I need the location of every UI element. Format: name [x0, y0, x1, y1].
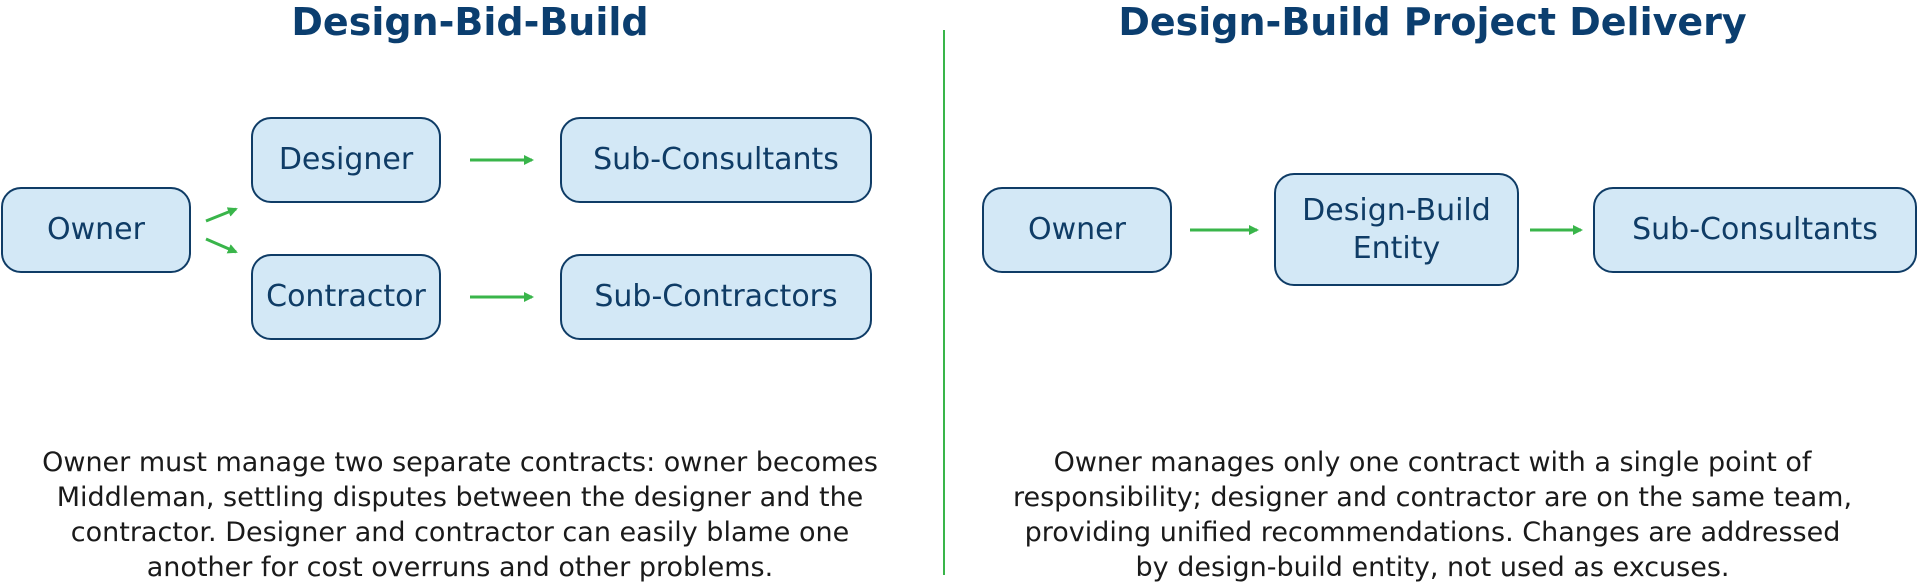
- sub-consultants-box: Sub-Consultants: [560, 117, 872, 203]
- contractor-box: Contractor: [251, 254, 441, 340]
- design-bid-build-caption: Owner must manage two separate contracts…: [0, 445, 920, 585]
- sub-contractors-label: Sub-Contractors: [594, 279, 838, 314]
- owner-to-contractor-arrow: [205, 237, 238, 254]
- designer-box: Designer: [251, 117, 441, 203]
- owner-to-designer-arrow: [205, 207, 238, 223]
- db-owner-label: Owner: [1028, 212, 1126, 247]
- owner-box: Owner: [1, 187, 191, 273]
- db-sub-consultants-label: Sub-Consultants: [1632, 212, 1878, 247]
- design-build-caption: Owner manages only one contract with a s…: [945, 445, 1920, 585]
- caption-line: Owner must manage two separate contracts…: [42, 447, 878, 478]
- caption-line: by design-build entity, not used as excu…: [1135, 552, 1730, 583]
- contractor-label: Contractor: [266, 279, 426, 314]
- caption-line: Owner manages only one contract with a s…: [1053, 447, 1812, 478]
- design-build-entity-label-line2: Entity: [1352, 230, 1441, 266]
- designer-label: Designer: [278, 142, 414, 177]
- caption-line: contractor. Designer and contractor can …: [70, 517, 850, 548]
- panel-divider: [943, 30, 945, 575]
- design-bid-build-title: Design-Bid-Build: [291, 0, 649, 44]
- db-sub-consultants-box: Sub-Consultants: [1593, 187, 1917, 273]
- design-build-title: Design-Build Project Delivery: [1118, 0, 1747, 44]
- db-owner-box: Owner: [982, 187, 1172, 273]
- caption-line: providing unified recommendations. Chang…: [1024, 517, 1841, 548]
- caption-line: another for cost overruns and other prob…: [146, 552, 774, 583]
- owner-label: Owner: [47, 212, 145, 247]
- caption-line: Middleman, settling disputes between the…: [56, 482, 864, 513]
- caption-line: responsibility; designer and contractor …: [1012, 482, 1853, 513]
- sub-consultants-label: Sub-Consultants: [593, 142, 839, 177]
- design-build-entity-box: Design-Build Entity: [1274, 173, 1519, 286]
- design-build-panel: Design-Build Project Delivery Owner Desi…: [945, 0, 1920, 585]
- design-build-entity-label-line1: Design-Build: [1302, 192, 1491, 228]
- sub-contractors-box: Sub-Contractors: [560, 254, 872, 340]
- design-bid-build-panel: Design-Bid-Build Owner Designer Contract…: [0, 0, 940, 585]
